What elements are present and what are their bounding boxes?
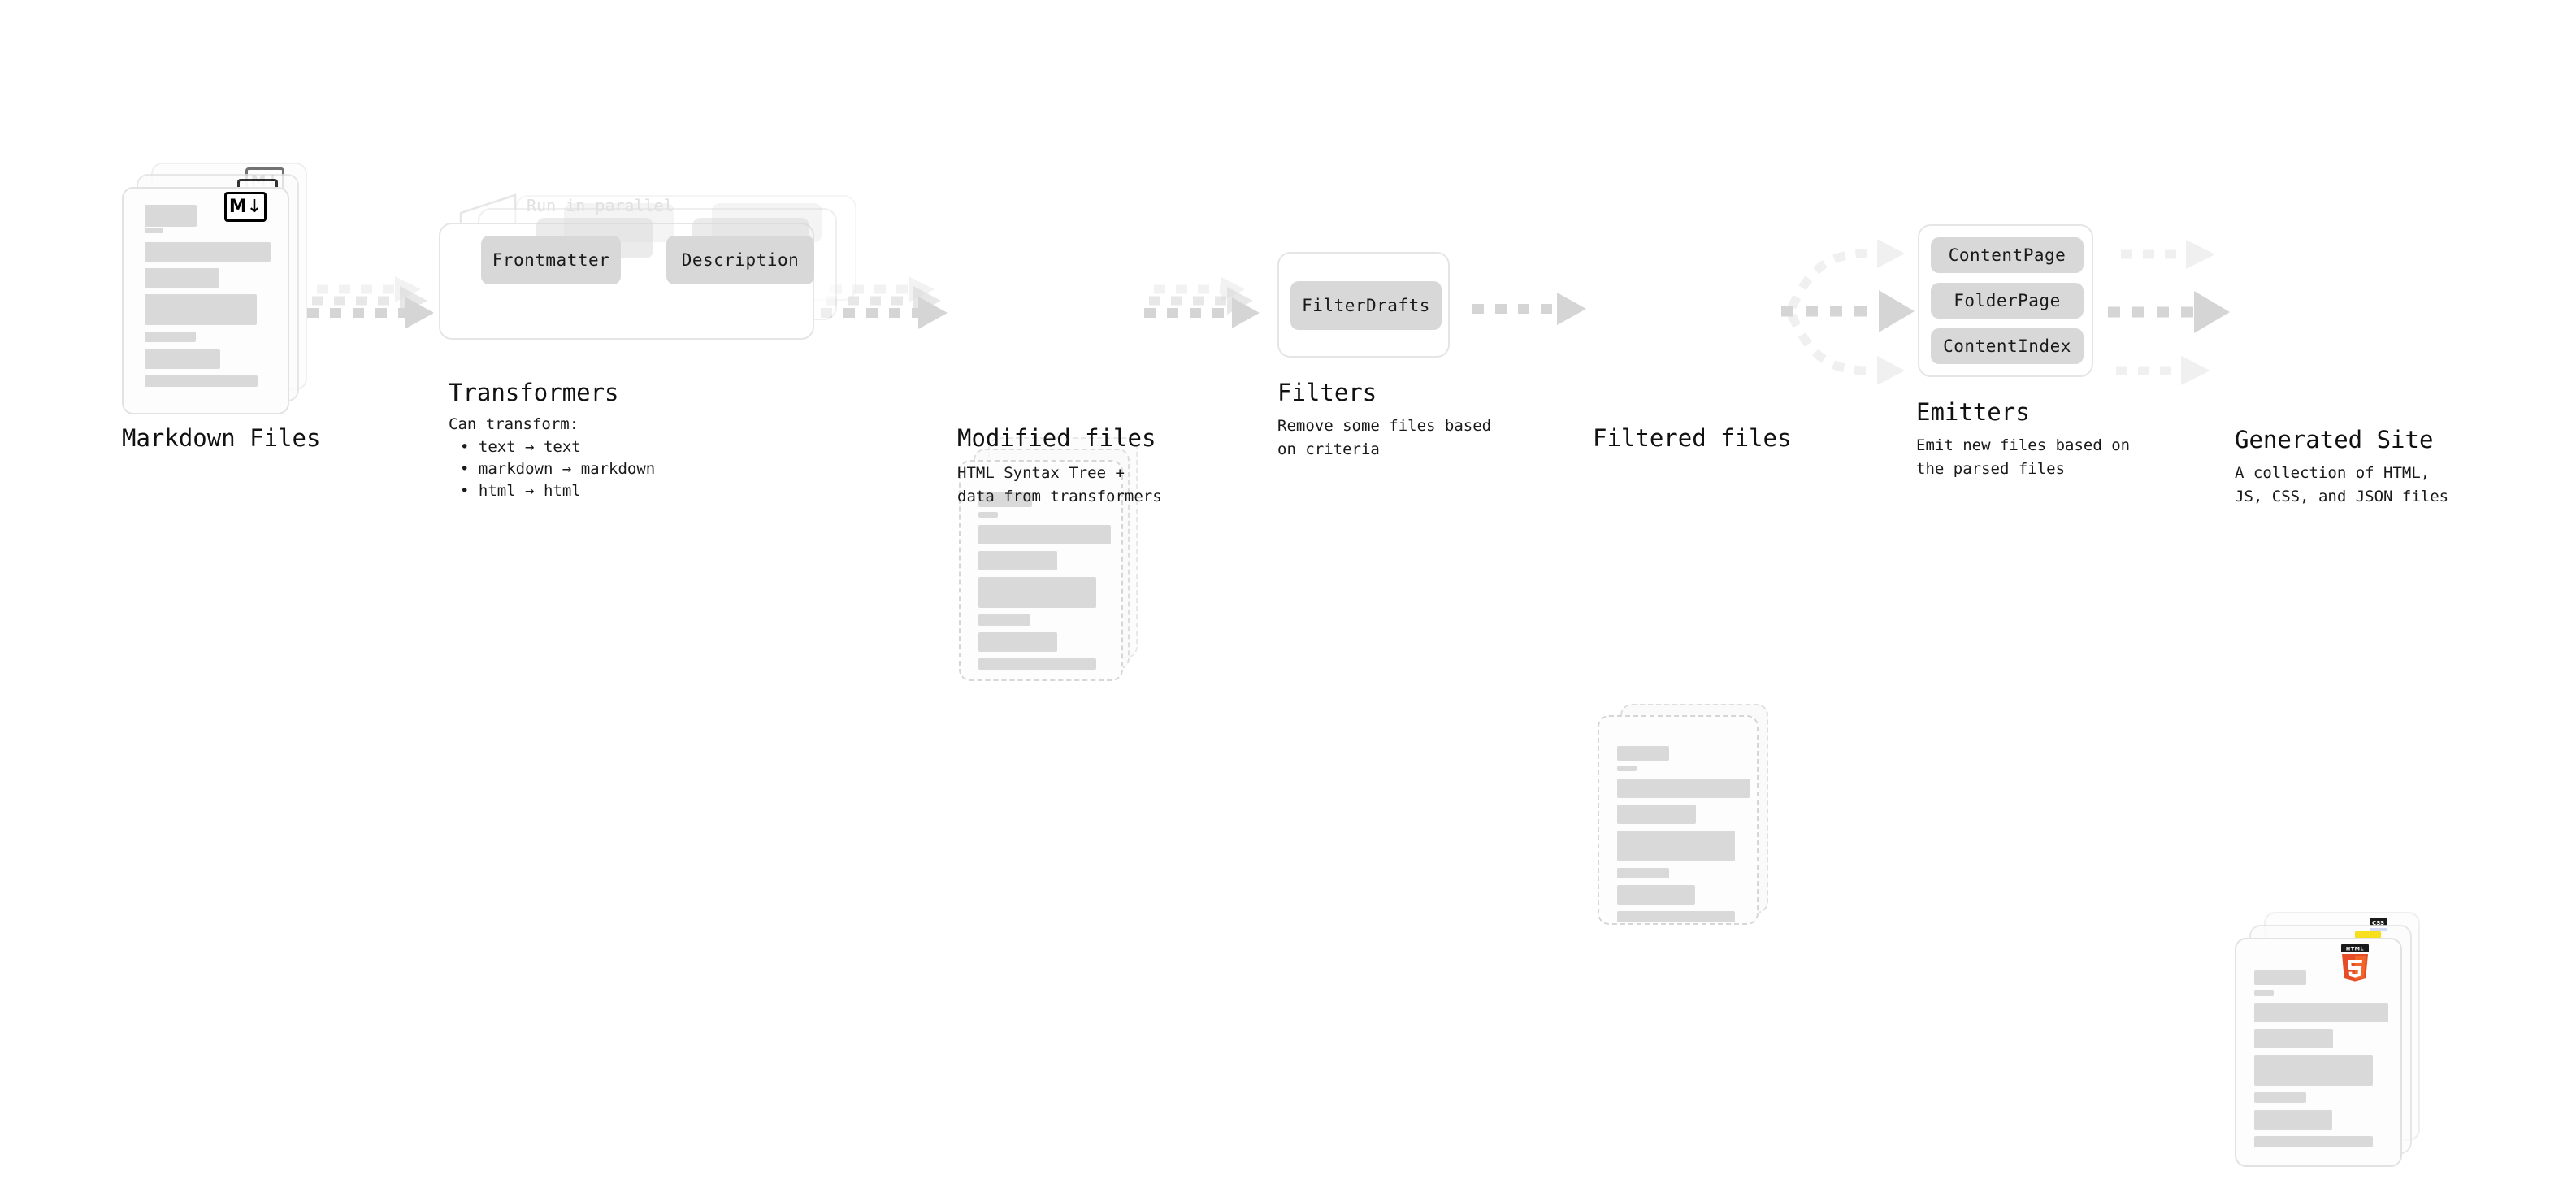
stage-title-transformers: Transformers bbox=[449, 379, 619, 406]
stage-title-filters: Filters bbox=[1277, 379, 1377, 406]
filter-chip-filterdrafts-label: FilterDrafts bbox=[1302, 296, 1430, 315]
arrow-filters-to-filtered bbox=[1472, 293, 1586, 325]
markdown-icon: M↓ bbox=[224, 192, 267, 222]
filters-subtitle: Remove some files based on criteria bbox=[1277, 417, 1492, 458]
transformer-chip-frontmatter-label: Frontmatter bbox=[492, 250, 610, 270]
arrow-emitters-to-site bbox=[2108, 240, 2230, 385]
modified-files-stack bbox=[959, 437, 1146, 689]
emitter-chip-contentpage[interactable]: ContentPage bbox=[1931, 237, 2084, 273]
modified-doc-front bbox=[959, 460, 1123, 681]
emitter-chip-contentpage-label: ContentPage bbox=[1948, 245, 2066, 265]
generated-site-subtitle: A collection of HTML, JS, CSS, and JSON … bbox=[2235, 464, 2449, 505]
stage-title-modified-files: Modified files bbox=[957, 424, 1156, 452]
emitters-group: ContentPage FolderPage ContentIndex bbox=[1918, 224, 2093, 377]
arrow-modified-to-filters bbox=[1144, 277, 1260, 328]
pipeline-diagram: M↓ M↓ M↓ Markdown Files bbox=[122, 163, 2449, 1167]
markdown-doc-front bbox=[122, 187, 289, 414]
transformers-bullet-1: • text → text bbox=[460, 438, 581, 456]
transformer-chip-description[interactable]: Description bbox=[666, 236, 814, 284]
site-doc-front bbox=[2235, 938, 2402, 1167]
emitter-chip-contentindex-label: ContentIndex bbox=[1943, 336, 2071, 356]
emitters-subtitle: Emit new files based on the parsed files bbox=[1916, 436, 2131, 478]
transformers-bullet-3: • html → html bbox=[460, 482, 581, 500]
emitter-chip-folderpage[interactable]: FolderPage bbox=[1931, 283, 2084, 319]
filter-chip-filterdrafts[interactable]: FilterDrafts bbox=[1290, 281, 1442, 330]
transformers-subtitle-head: Can transform: bbox=[449, 415, 579, 433]
run-in-parallel-label: Run in parallel bbox=[527, 196, 674, 215]
stage-title-filtered-files: Filtered files bbox=[1593, 424, 1792, 452]
stage-title-emitters: Emitters bbox=[1916, 398, 2030, 426]
filters-group: FilterDrafts bbox=[1277, 252, 1450, 358]
stage-title-markdown-files: Markdown Files bbox=[122, 424, 321, 452]
transformer-chip-description-label: Description bbox=[681, 250, 800, 270]
transformers-bullet-2: • markdown → markdown bbox=[460, 460, 656, 478]
arrow-filtered-to-emitters bbox=[1781, 239, 1915, 385]
modified-files-subtitle: HTML Syntax Tree + data from transformer… bbox=[957, 464, 1162, 505]
arrow-markdown-to-transformers bbox=[307, 276, 434, 329]
stage-title-generated-site: Generated Site bbox=[2235, 426, 2434, 453]
filtered-files-stack bbox=[1594, 704, 1781, 948]
svg-text:HTML: HTML bbox=[2346, 946, 2364, 952]
transformers-group-stack: Frontmatter Description bbox=[439, 195, 861, 358]
transformer-chip-frontmatter[interactable]: Frontmatter bbox=[481, 236, 621, 284]
generated-site-stack: CSS HTML bbox=[2235, 912, 2438, 1180]
emitter-chip-contentindex[interactable]: ContentIndex bbox=[1931, 328, 2084, 364]
emitter-chip-folderpage-label: FolderPage bbox=[1954, 291, 2061, 310]
markdown-files-stack: M↓ M↓ M↓ bbox=[122, 163, 317, 423]
html5-icon: HTML bbox=[2341, 944, 2369, 982]
filtered-doc-front bbox=[1598, 715, 1759, 925]
